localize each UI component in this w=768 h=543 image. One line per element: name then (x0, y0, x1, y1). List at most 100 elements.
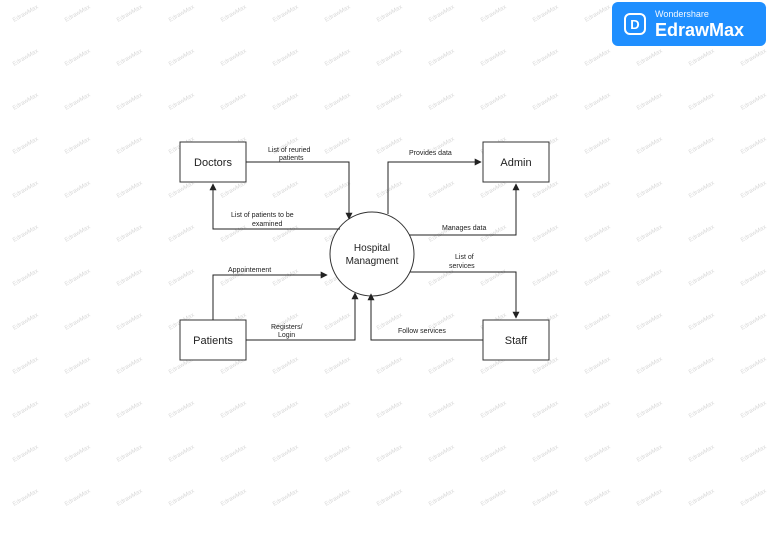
watermark-text: EdrawMax (324, 488, 352, 507)
watermark-text: EdrawMax (688, 312, 716, 331)
flow-list-of-services[interactable]: List of services (410, 254, 520, 319)
flow-list-of-reuried-patients[interactable]: List of reuried patients (246, 147, 353, 220)
watermark-text: EdrawMax (636, 48, 664, 67)
flow-label-line2: patients (279, 155, 304, 162)
watermark-text: EdrawMax (376, 356, 404, 375)
watermark-text: EdrawMax (116, 92, 144, 111)
watermark-text: EdrawMax (116, 180, 144, 199)
flow-label-line1: List of reuried (268, 147, 311, 154)
entity-staff[interactable]: Staff (482, 319, 550, 361)
flow-label: Manages data (442, 225, 486, 232)
watermark-text: EdrawMax (324, 48, 352, 67)
flow-label-line2: services (449, 263, 475, 270)
watermark-text: EdrawMax (324, 4, 352, 23)
watermark-text: EdrawMax (168, 180, 196, 199)
flow-registers-login[interactable]: Registers/ Login (246, 292, 359, 341)
watermark-text: EdrawMax (636, 400, 664, 419)
watermark-text: EdrawMax (480, 48, 508, 67)
watermark-text: EdrawMax (64, 92, 92, 111)
flow-label-line1: List of patients to be (231, 212, 294, 219)
watermark-text: EdrawMax (12, 48, 40, 67)
entity-patients[interactable]: Patients (179, 319, 247, 361)
flow-label: Appointement (228, 267, 271, 274)
watermark-text: EdrawMax (12, 180, 40, 199)
flow-provides-data[interactable]: Provides data (387, 150, 482, 214)
watermark-text: EdrawMax (324, 92, 352, 111)
flow-label: Follow services (398, 328, 446, 335)
watermark-text: EdrawMax (428, 92, 456, 111)
watermark-text: EdrawMax (532, 488, 560, 507)
watermark-text: EdrawMax (168, 224, 196, 243)
watermark-text: EdrawMax (376, 400, 404, 419)
watermark-text: EdrawMax (376, 48, 404, 67)
watermark-text: EdrawMax (740, 224, 768, 243)
entity-doctors-box (179, 141, 247, 183)
watermark-text: EdrawMax (740, 268, 768, 287)
watermark-text: EdrawMax (480, 180, 508, 199)
flow-manages-data[interactable]: Manages data (409, 183, 520, 236)
watermark-text: EdrawMax (428, 400, 456, 419)
watermark-text: EdrawMax (12, 92, 40, 111)
watermark-text: EdrawMax (12, 400, 40, 419)
watermark-text: EdrawMax (116, 356, 144, 375)
watermark-text: EdrawMax (116, 136, 144, 155)
watermark-text: EdrawMax (636, 312, 664, 331)
entity-doctors[interactable]: Doctors (179, 141, 247, 183)
watermark-text: EdrawMax (64, 356, 92, 375)
entity-admin[interactable]: Admin (482, 141, 550, 183)
edrawmax-brand-badge[interactable]: D Wondershare EdrawMax (612, 2, 766, 46)
watermark-text: EdrawMax (12, 444, 40, 463)
edrawmax-logo-icon: D (624, 13, 646, 35)
watermark-text: EdrawMax (428, 356, 456, 375)
flow-appointement[interactable]: Appointement (212, 267, 328, 320)
watermark-text: EdrawMax (168, 268, 196, 287)
flow-label: Provides data (409, 150, 452, 157)
watermark-text: EdrawMax (480, 4, 508, 23)
watermark-text: EdrawMax (740, 136, 768, 155)
watermark-text: EdrawMax (324, 444, 352, 463)
watermark-text: EdrawMax (376, 488, 404, 507)
watermark-text: EdrawMax (532, 400, 560, 419)
watermark-text: EdrawMax (740, 92, 768, 111)
watermark-text: EdrawMax (116, 444, 144, 463)
flow-list-of-patients-to-be-examined[interactable]: List of patients to be examined (209, 183, 340, 230)
watermark-text: EdrawMax (116, 488, 144, 507)
watermark-text: EdrawMax (688, 224, 716, 243)
flow-follow-services[interactable]: Follow services (367, 293, 483, 341)
watermark-text: EdrawMax (12, 136, 40, 155)
watermark-text: EdrawMax (688, 488, 716, 507)
watermark-text: EdrawMax (532, 4, 560, 23)
watermark-text: EdrawMax (636, 444, 664, 463)
flow-line (387, 158, 482, 214)
watermark-text: EdrawMax (740, 356, 768, 375)
watermark-text: EdrawMax (688, 92, 716, 111)
watermark-text: EdrawMax (584, 4, 612, 23)
watermark-text: EdrawMax (688, 356, 716, 375)
watermark-text: EdrawMax (220, 400, 248, 419)
watermark-text: EdrawMax (12, 224, 40, 243)
watermark-text: EdrawMax (428, 4, 456, 23)
entity-doctors-label: Doctors (194, 157, 232, 169)
watermark-text: EdrawMax (688, 180, 716, 199)
watermark-text: EdrawMax (740, 48, 768, 67)
watermark-text: EdrawMax (324, 312, 352, 331)
watermark-text: EdrawMax (480, 268, 508, 287)
watermark-text: EdrawMax (688, 400, 716, 419)
entity-patients-label: Patients (193, 335, 233, 347)
watermark-text: EdrawMax (12, 356, 40, 375)
process-hospital-managment[interactable]: Hospital Managment (329, 211, 415, 297)
process-label-line1: Hospital (354, 243, 390, 254)
watermark-text: EdrawMax (64, 488, 92, 507)
flow-label-line2: examined (252, 221, 282, 228)
watermark-text: EdrawMax (584, 224, 612, 243)
watermark-text: EdrawMax (116, 4, 144, 23)
entity-admin-box (482, 141, 550, 183)
flow-label-line1: Registers/ (271, 324, 303, 331)
watermark-text: EdrawMax (636, 92, 664, 111)
watermark-text: EdrawMax (688, 268, 716, 287)
watermark-text: EdrawMax (12, 488, 40, 507)
watermark-text: EdrawMax (168, 92, 196, 111)
watermark-text: EdrawMax (740, 400, 768, 419)
watermark-text: EdrawMax (116, 224, 144, 243)
